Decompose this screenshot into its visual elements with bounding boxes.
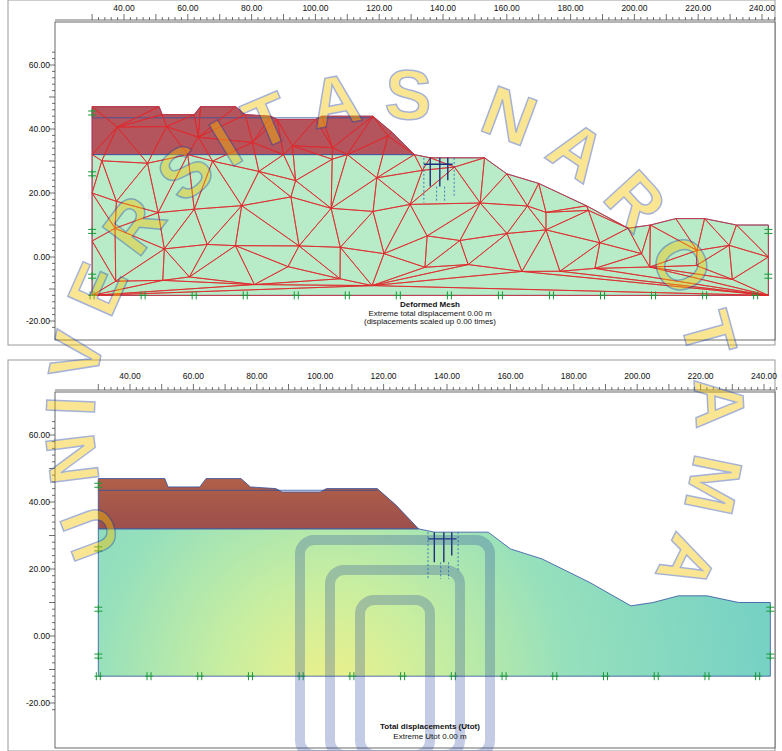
watermark-letter: S (145, 130, 226, 214)
axis-tick-label: 40.00 (119, 372, 140, 381)
watermark-logo (300, 540, 490, 751)
watermark-letter: S (384, 59, 434, 131)
axis-tick-label: 80.00 (246, 372, 267, 381)
axis-tick-label: 200.00 (624, 372, 650, 381)
axis-tick-label: 80.00 (241, 4, 262, 13)
layer-boundary (98, 490, 377, 491)
ruler-ticks (49, 14, 775, 327)
axis-tick-label: 200.00 (621, 4, 647, 13)
axis-tick-label: 20.00 (29, 565, 50, 574)
panel-frame (8, 360, 775, 751)
panel-frame (8, 0, 775, 345)
axis-tick-label: 240.00 (749, 4, 775, 13)
axis-tick-label: 160.00 (497, 372, 523, 381)
axis-tick-label: -20.00 (26, 317, 50, 326)
axis-tick-label: 60.00 (177, 4, 198, 13)
watermark-letter: A (683, 376, 756, 430)
axis-tick-label: 220.00 (685, 4, 711, 13)
watermark-letter: A (644, 525, 729, 601)
plot-area (55, 22, 775, 340)
retaining-wall (424, 158, 453, 187)
watermark-letter: T (669, 304, 748, 364)
watermark-letter: R (91, 184, 177, 266)
plot-caption: (displacements scaled up 0.00 times) (364, 318, 496, 326)
axis-tick-label: 120.00 (371, 372, 397, 381)
clay-layer (98, 479, 418, 529)
anchor-lines (424, 158, 454, 203)
axis-tick-label: 0.00 (33, 253, 50, 262)
axis-tick-label: 40.00 (29, 125, 50, 134)
watermark-letter: R (592, 158, 678, 243)
watermark-letter (442, 65, 475, 137)
axis-tick-label: 0.00 (33, 632, 50, 641)
axis-tick-label: 240.00 (751, 372, 777, 381)
watermark-letter: I (199, 108, 252, 178)
watermark-letter: O (637, 225, 724, 306)
axis-tick-label: 100.00 (307, 372, 333, 381)
axis-tick-label: 140.00 (430, 4, 456, 13)
plot-caption: Extreme total displacement 0.00 m (368, 310, 491, 318)
axis-tick-label: 40.00 (29, 498, 50, 507)
axis-tick-label: 180.00 (558, 4, 584, 13)
axis-tick-label: 60.00 (183, 372, 204, 381)
axis-tick-label: 40.00 (113, 4, 134, 13)
axis-tick-label: 60.00 (29, 61, 50, 70)
ruler-ticks (49, 384, 777, 710)
logo-frame (300, 540, 490, 751)
axis-tick-label: -20.00 (26, 699, 50, 708)
mesh-lines (92, 107, 768, 296)
watermark-letter: V (37, 327, 115, 387)
axis-tick-label: 220.00 (688, 372, 714, 381)
axis-tick-label: 20.00 (29, 189, 50, 198)
watermark-letter: A (304, 62, 367, 140)
axis-tick-label: 100.00 (302, 4, 328, 13)
plot-caption: Extreme Utot 0.00 m (393, 733, 466, 741)
axis-tick-label: 180.00 (561, 372, 587, 381)
axis-tick-label: 160.00 (494, 4, 520, 13)
watermark-letter: I (35, 395, 106, 417)
plot-caption: Total displacements (Utot) (380, 723, 480, 731)
plaxis-panel (8, 360, 777, 751)
watermark-letter: U (49, 497, 132, 569)
watermark-letter: T (234, 80, 301, 161)
watermark-letter: M (673, 450, 753, 521)
watermark-letter: N (473, 74, 545, 157)
axis-tick-label: 140.00 (434, 372, 460, 381)
axis-tick-label: 120.00 (366, 4, 392, 13)
axis-tick-label: 60.00 (29, 431, 50, 440)
watermark-letter: A (536, 108, 617, 194)
watermark-letter: E (56, 253, 139, 324)
plot-caption: Deformed Mesh (400, 301, 460, 309)
fixity-symbols (88, 109, 772, 299)
layer-boundary (92, 117, 373, 118)
plaxis-panel (8, 0, 775, 345)
